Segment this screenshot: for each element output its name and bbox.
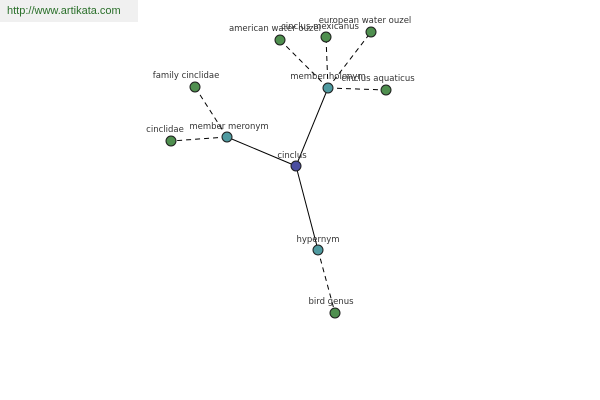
edge-cinclus-to-member-holonym	[295, 87, 329, 167]
nodes-layer	[165, 26, 392, 319]
edge-cinclus-to-hypernym	[295, 165, 319, 251]
node-member-meronym[interactable]	[221, 131, 233, 143]
node-family-cinclidae[interactable]	[189, 81, 201, 93]
node-american-water-ouzel[interactable]	[274, 34, 286, 46]
node-label-member-meronym: member meronym	[189, 122, 268, 132]
node-label-cinclus-aquaticus: cinclus aquaticus	[341, 74, 415, 84]
node-cinclus-mexicanus[interactable]	[320, 31, 332, 43]
node-label-cinclidae: cinclidae	[146, 125, 184, 135]
labels-layer: cinclus member holonym member meronym hyper…	[146, 16, 415, 307]
edge-hypernym-to-bird-genus	[317, 249, 336, 314]
node-label-american-water-ouzel: american water ouzel	[229, 24, 321, 34]
node-cinclidae[interactable]	[165, 135, 177, 147]
watermark-link[interactable]: http://www.artikata.com	[0, 0, 138, 22]
edge-member-holonym-to-american-water-ouzel	[279, 39, 329, 89]
edges-layer	[170, 31, 387, 314]
edge-member-holonym-to-european-water-ouzel	[327, 31, 372, 89]
node-bird-genus[interactable]	[329, 307, 341, 319]
edge-member-meronym-to-family-cinclidae	[194, 86, 228, 138]
node-label-family-cinclidae: family cinclidae	[153, 71, 220, 81]
edge-cinclus-to-member-meronym	[226, 136, 297, 167]
node-label-cinclus: cinclus	[277, 151, 307, 161]
node-cinclus-aquaticus[interactable]	[380, 84, 392, 96]
node-hypernym[interactable]	[312, 244, 324, 256]
edge-member-holonym-to-cinclus-aquaticus	[327, 87, 387, 91]
node-member-holonym[interactable]	[322, 82, 334, 94]
node-label-member-holonym: member holonym	[290, 72, 365, 82]
node-cinclus[interactable]	[290, 160, 302, 172]
edge-member-meronym-to-cinclidae	[170, 136, 228, 142]
node-label-european-water-ouzel: european water ouzel	[319, 16, 412, 26]
node-european-water-ouzel[interactable]	[365, 26, 377, 38]
node-label-bird-genus: bird genus	[308, 297, 354, 307]
node-label-cinclus-mexicanus: cinclus mexicanus	[281, 22, 359, 32]
node-label-hypernym: hypernym	[296, 235, 339, 245]
